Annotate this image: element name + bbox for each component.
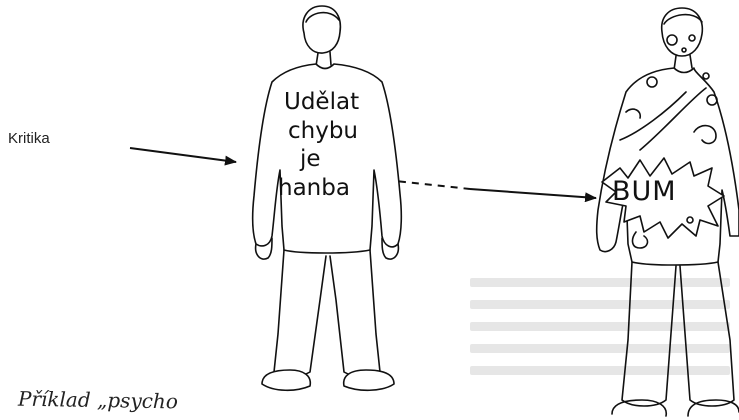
arrow-to-explosion xyxy=(470,189,596,198)
arrow-criticism-to-person xyxy=(130,148,236,162)
explosion-label: BUM xyxy=(612,176,677,207)
criticism-label: Kritika xyxy=(8,130,50,147)
shirt-line-2: chybu xyxy=(270,117,390,146)
figure-caption: Příklad „psycho xyxy=(18,387,178,414)
person-exploding xyxy=(597,8,739,416)
shirt-slogan: Udělat chybu je hanba xyxy=(270,88,390,202)
shirt-line-4: hanba xyxy=(270,174,390,203)
shirt-line-3: je xyxy=(270,145,390,174)
shirt-line-1: Udělat xyxy=(270,88,390,117)
